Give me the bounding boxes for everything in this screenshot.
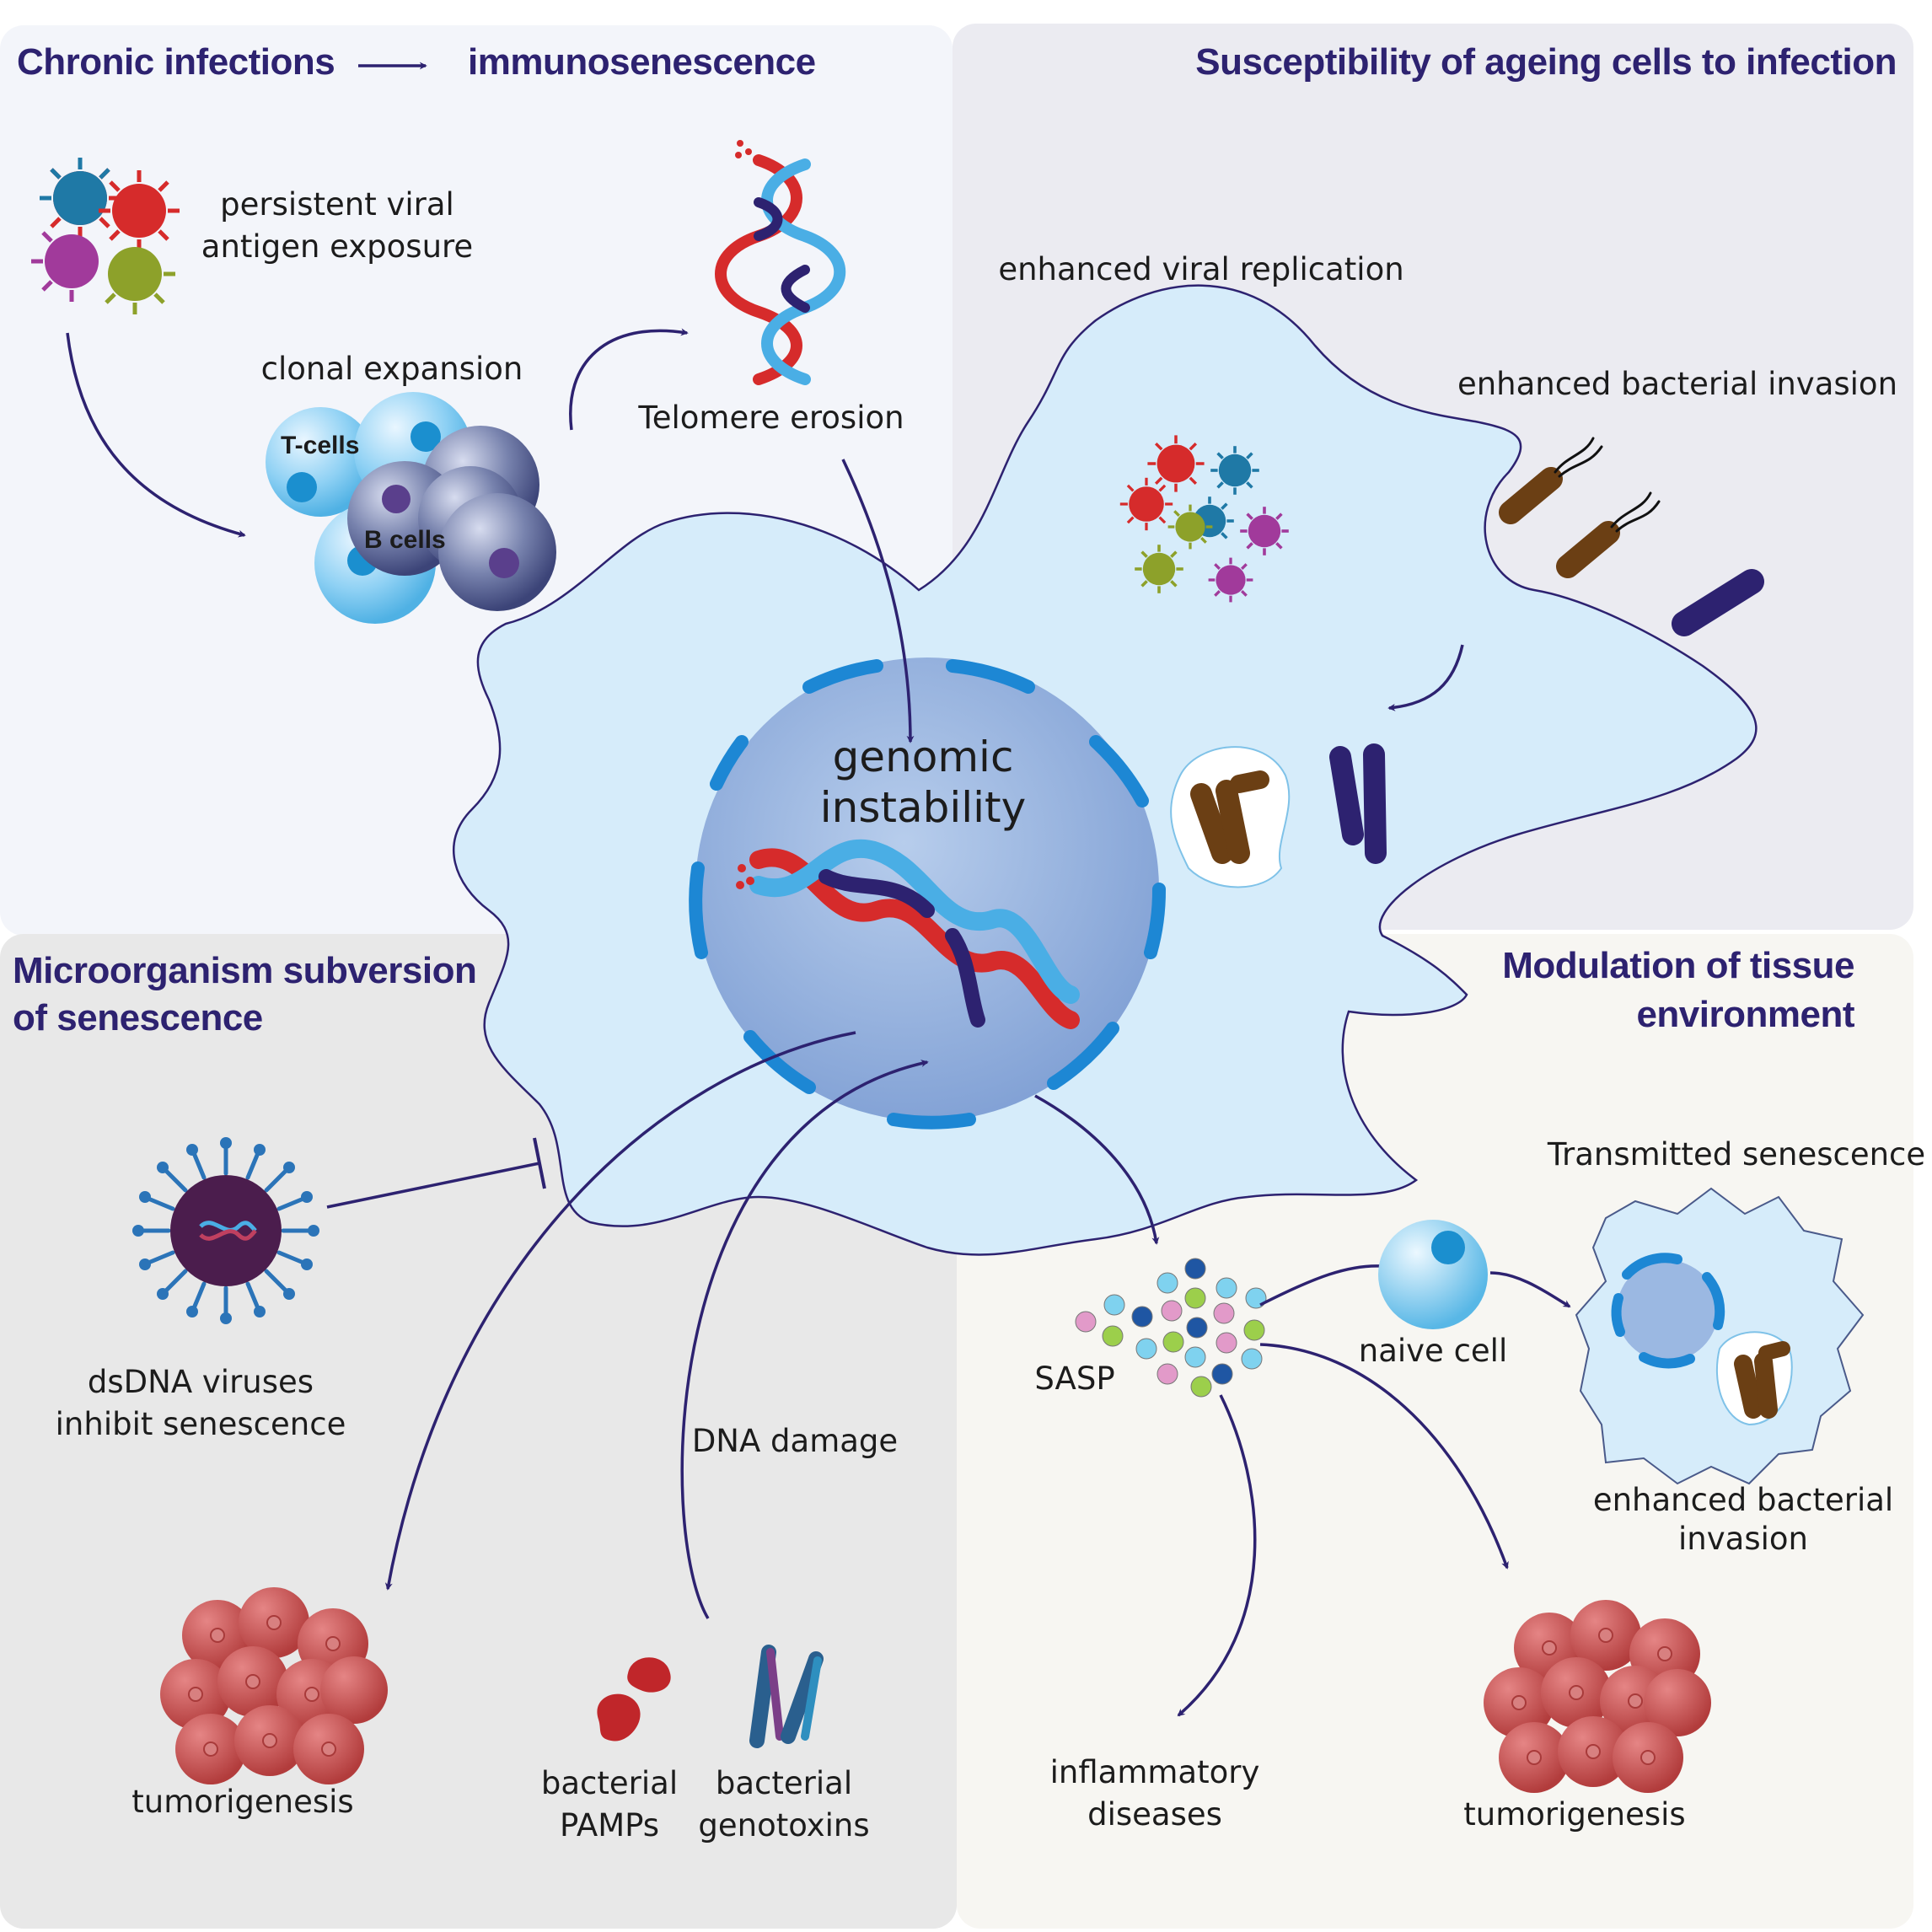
tumor-cluster-left-icon — [160, 1587, 388, 1784]
clonal-expansion-label: clonal expansion — [261, 351, 523, 387]
heading-immunosenescence: immunosenescence — [468, 41, 816, 83]
invading-bacteria-icon — [1499, 437, 1764, 636]
bacterial-pamps-label-line2: PAMPs — [560, 1807, 659, 1843]
heading-modulation-line2: environment — [1636, 994, 1854, 1035]
inhibition-bar — [533, 1137, 546, 1189]
naive-cell-label: naive cell — [1359, 1333, 1508, 1369]
heading-subversion-line2: of senescence — [13, 997, 263, 1038]
t-cells-label: T-cells — [281, 432, 359, 459]
dna-helix-damaged — [736, 839, 1080, 1029]
enhanced-invasion-line1: enhanced bacterial — [1593, 1482, 1893, 1518]
arrow-damage-to-nucleus — [680, 1060, 929, 1619]
enhanced-bacterial-invasion-label: enhanced bacterial invasion — [1457, 366, 1897, 402]
arrow-bacteria-into-cell — [1387, 644, 1464, 711]
nuclear-envelope — [689, 659, 1167, 1130]
naive-cell-nucleus — [1431, 1231, 1465, 1264]
tumor-cluster-right-icon — [1484, 1600, 1711, 1793]
genomic-instability-line2: instability — [820, 783, 1026, 832]
transmitted-nuclear-envelope — [1611, 1253, 1725, 1369]
enhanced-viral-replication-label: enhanced viral replication — [998, 251, 1403, 287]
transmitted-cell-nucleus — [1617, 1260, 1718, 1361]
arrow-telomere-to-nucleus — [841, 459, 915, 743]
arrow-clonal-to-telomere — [569, 328, 689, 431]
bacterial-genotoxins-label-line1: bacterial — [716, 1765, 852, 1801]
inhibition-line — [326, 1162, 540, 1209]
bacterial-genotoxins-icon — [749, 1645, 824, 1748]
transmitted-bacteria-icon — [1715, 1331, 1793, 1426]
heading-susceptibility: Susceptibility of ageing cells to infect… — [1195, 41, 1897, 83]
heading-chronic-infections: Chronic infections — [17, 41, 335, 83]
dsdna-virus-icon — [132, 1137, 319, 1324]
phagocytosed-bacteria-icon — [1170, 743, 1387, 888]
arrow-nucleus-to-tumorigenesis — [384, 1031, 856, 1591]
arrow-sasp-to-naive — [1259, 1264, 1383, 1307]
viral-cluster-icon — [31, 158, 180, 314]
bacterial-pamps-icon — [597, 1657, 671, 1741]
dna-damage-label: DNA damage — [692, 1423, 898, 1459]
enhanced-invasion-line2: invasion — [1678, 1521, 1808, 1557]
viral-antigen-label-line1: persistent viral — [220, 186, 454, 223]
inflammatory-label-line1: inflammatory — [1050, 1754, 1260, 1790]
dsdna-label-line1: dsDNA viruses — [88, 1364, 314, 1400]
sasp-label: SASP — [1034, 1360, 1114, 1397]
dsdna-label-line2: inhibit senescence — [56, 1406, 346, 1442]
arrow-nucleus-to-sasp — [1034, 1094, 1160, 1245]
telomere-dna-icon — [715, 140, 846, 385]
transmitted-senescence-label: Transmitted senescence — [1547, 1136, 1925, 1173]
lymphocyte-cluster — [266, 392, 556, 624]
genomic-instability-line1: genomic — [833, 733, 1014, 781]
replicating-viruses-icon — [1119, 433, 1289, 603]
tumorigenesis-left-label: tumorigenesis — [131, 1784, 353, 1820]
bacterial-genotoxins-label-line2: genotoxins — [698, 1807, 869, 1843]
arrow-naive-to-senescent — [1489, 1271, 1571, 1308]
viral-antigen-label-line2: antigen exposure — [201, 228, 473, 265]
arrow-sasp-to-tumorigenesis-right — [1259, 1343, 1509, 1570]
naive-cell — [1378, 1220, 1488, 1329]
tumorigenesis-right-label: tumorigenesis — [1463, 1796, 1685, 1833]
arrow-viral-to-clonal — [66, 332, 246, 538]
b-cells-label: B cells — [364, 526, 446, 554]
inflammatory-label-line2: diseases — [1087, 1796, 1222, 1833]
sasp-particles-icon — [1075, 1258, 1267, 1398]
arrow-sasp-to-inflammatory — [1177, 1394, 1257, 1717]
telomere-erosion-label: Telomere erosion — [637, 400, 904, 436]
bacterial-pamps-label-line1: bacterial — [541, 1765, 678, 1801]
heading-modulation-line1: Modulation of tissue — [1502, 945, 1854, 986]
heading-subversion-line1: Microorganism subversion — [13, 950, 476, 991]
